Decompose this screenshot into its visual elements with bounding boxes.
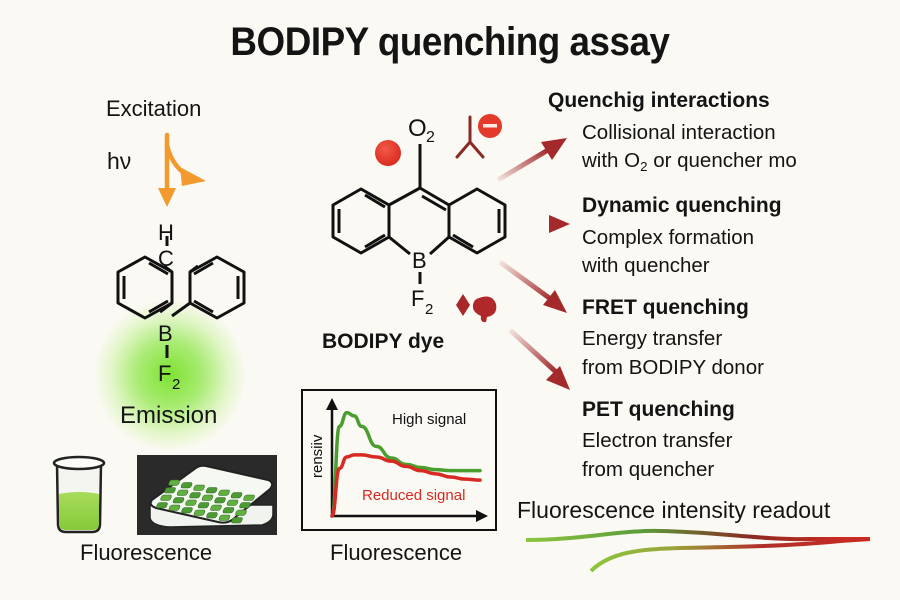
label-high-signal: High signal <box>392 411 466 428</box>
collisional-line2-pre: with O <box>582 149 641 172</box>
photon-label: hν <box>107 148 132 174</box>
atom-o: O <box>408 115 427 142</box>
atom-b-center: B <box>412 248 427 273</box>
fret-quenching-title: FRET quenching <box>582 296 749 319</box>
red-sphere-icon <box>375 140 401 166</box>
pet-line1: Electron transfer <box>582 429 733 452</box>
chart-frame <box>301 389 497 531</box>
o2-subscript: 2 <box>640 158 648 174</box>
arrow-to-collisional <box>496 138 567 183</box>
readout-curve-high <box>525 528 870 542</box>
diamond-quencher-icon <box>456 294 470 316</box>
y-axis-label: rensiiv <box>309 434 326 478</box>
fret-line2: from BODIPY donor <box>582 356 764 379</box>
dynamic-line1: Complex formation <box>582 226 755 249</box>
bodipy-dye-label: BODIPY dye <box>322 330 445 353</box>
fluorescence-label-left: Fluorescence <box>80 540 213 565</box>
y-axis-arrow-icon <box>326 398 338 410</box>
blob-quencher-icon <box>472 296 497 323</box>
atom-c: C <box>158 246 174 271</box>
arrow-to-dynamic <box>512 215 570 233</box>
quench-heading: Quenchig interactions <box>548 89 770 112</box>
atom-b: B <box>158 321 173 346</box>
collisional-line2: with O2 or quencher mo <box>582 148 797 173</box>
collisional-line2-post: or quencher mo <box>647 149 797 172</box>
dynamic-line2: with quencher <box>582 254 710 277</box>
readout-curve-low <box>589 537 871 573</box>
chart-series-reduced-signal <box>330 453 482 518</box>
fret-line1: Energy transfer <box>582 327 723 350</box>
atom-f: F <box>158 361 171 386</box>
excitation-label: Excitation <box>106 96 202 121</box>
atom-o-sub: 2 <box>426 129 435 146</box>
atom-f-sub-center: 2 <box>425 301 433 318</box>
label-reduced-signal: Reduced signal <box>362 487 465 504</box>
pet-line2: from quencher <box>582 458 715 481</box>
negative-charge-quencher-icon <box>455 115 485 159</box>
arrow-to-fret <box>498 259 567 313</box>
fluorescence-label-center: Fluorescence <box>330 540 463 565</box>
arrow-to-pet <box>508 328 570 390</box>
readout-label: Fluorescence intensity readout <box>517 497 831 523</box>
dynamic-quenching-title: Dynamic quenching <box>582 194 782 217</box>
chart-series-high-signal <box>330 410 482 518</box>
pet-quenching-title: PET quenching <box>582 398 735 421</box>
emission-label: Emission <box>120 402 218 429</box>
collisional-line1: Collisional interaction <box>582 121 776 144</box>
page-title: BODIPY quenching assay <box>230 20 670 64</box>
atom-f-center: F <box>411 286 424 311</box>
atom-f-sub: 2 <box>172 376 180 393</box>
emission-glow <box>95 300 245 450</box>
atom-h: H <box>158 220 174 245</box>
x-axis-arrow-icon <box>476 510 488 522</box>
